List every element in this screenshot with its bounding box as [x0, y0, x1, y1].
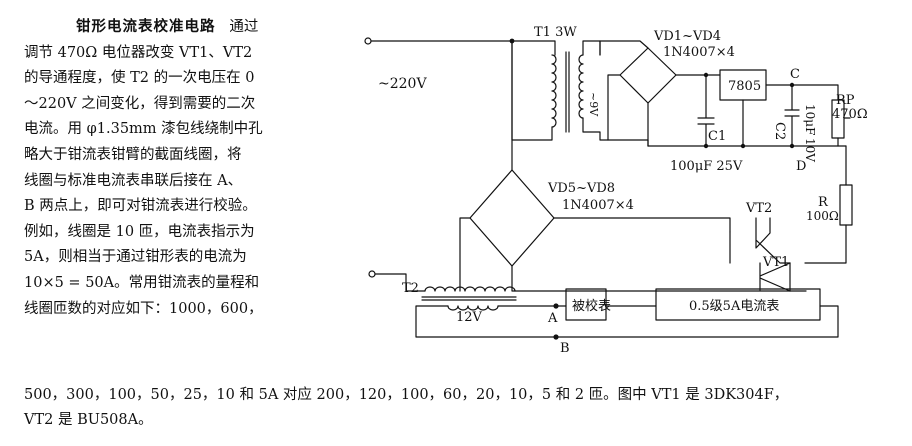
node-c-label: C — [790, 67, 800, 82]
mains-label: ~220V — [378, 76, 427, 92]
c1 — [697, 74, 715, 147]
node-d-label: D — [796, 159, 806, 174]
t1-primary-coil — [551, 54, 557, 128]
desc-line-1: 调节 470Ω 电位器改变 VT1、VT2 — [24, 44, 253, 61]
r-label: R — [818, 195, 829, 210]
node-a-dot — [553, 303, 559, 309]
desc-line-3: ～220V 之间变化，得到需要的二次 — [24, 95, 256, 112]
desc-line-10: 10×5 = 50A。常用钳流表的量程和 — [24, 274, 260, 291]
mains-terminal-top — [364, 37, 372, 45]
desc-line-0: 通过 — [229, 19, 259, 35]
c1-label: C1 — [708, 129, 726, 144]
rp-value-label: 470Ω — [832, 107, 868, 122]
node-b-label: B — [560, 341, 570, 356]
c2-voltage-label: 10V — [803, 138, 817, 162]
t1-secondary-coil — [578, 54, 584, 119]
description-text: 钳形电流表校准电路 通过 调节 470Ω 电位器改变 VT1、VT2 的导通程度… — [24, 14, 342, 322]
mains-terminal-bottom — [368, 270, 376, 278]
desc-line-6: 线圈与标准电流表串联后接在 A、 — [24, 172, 243, 189]
r-resistor — [839, 184, 853, 226]
description-tail: 500，300，100，50，25，10 和 5A 对应 200，120，100… — [24, 383, 788, 433]
t1-core — [565, 51, 570, 133]
regulator-label: 7805 — [728, 79, 761, 94]
t2-sec-label: 12V — [456, 310, 483, 325]
node-a-label: A — [547, 311, 558, 326]
bridge2-label: VD5~VD8 — [547, 181, 615, 196]
meter-under-test — [565, 288, 607, 321]
c1-value-label: 100μF 25V — [670, 159, 743, 174]
c2-value-label: 10μF — [803, 104, 817, 135]
rp-label: RP — [836, 93, 855, 108]
desc-line-5: 略大于钳流表钳臂的截面线圈，将 — [24, 146, 242, 163]
bridge1-part-label: 1N4007×4 — [663, 45, 735, 60]
circuit-title: 钳形电流表校准电路 — [76, 18, 216, 35]
desc-line-4: 电流。用 φ1.35mm 漆包线绕制中孔 — [24, 121, 263, 138]
desc-line-9: 5A，则相当于通过钳形表的电流为 — [24, 249, 247, 266]
vt2-transistor — [729, 217, 791, 264]
vt1-label: VT1 — [762, 255, 789, 270]
standard-ammeter — [655, 288, 821, 321]
vt2-label: VT2 — [745, 201, 772, 216]
bridge1-label: VD1~VD4 — [653, 29, 721, 44]
c2-label: C2 — [772, 122, 787, 140]
desc-line-8: 例如，线圈是 10 匝，电流表指示为 — [24, 223, 255, 240]
c2 — [784, 84, 800, 147]
meter-std-label: 0.5级5A电流表 — [689, 299, 779, 314]
r-value-label: 100Ω — [806, 209, 839, 223]
desc-line-7: B 两点上，即可对钳流表进行校验。 — [24, 198, 257, 215]
meter-test-label: 被校表 — [572, 298, 611, 314]
desc-line-11: 线圈匝数的对应如下：1000，600， — [24, 300, 263, 317]
bridge2-part-label: 1N4007×4 — [562, 198, 634, 213]
t2-secondary-coil — [447, 305, 499, 311]
node-b-dot — [553, 334, 559, 340]
t2-core — [421, 296, 517, 301]
tail-line-0: 500，300，100，50，25，10 和 5A 对应 200，120，100… — [24, 387, 789, 403]
tail-line-1: VT2 是 BU508A。 — [24, 412, 153, 428]
t1-sec-label: ~9V — [587, 92, 600, 117]
bridge-2 — [469, 169, 555, 267]
t1-label: T1 3W — [534, 25, 577, 40]
t2-label: T2 — [402, 281, 419, 296]
t2-primary-coil — [424, 286, 516, 292]
desc-line-2: 的导通程度，使 T2 的一次电压在 0 — [24, 70, 255, 87]
